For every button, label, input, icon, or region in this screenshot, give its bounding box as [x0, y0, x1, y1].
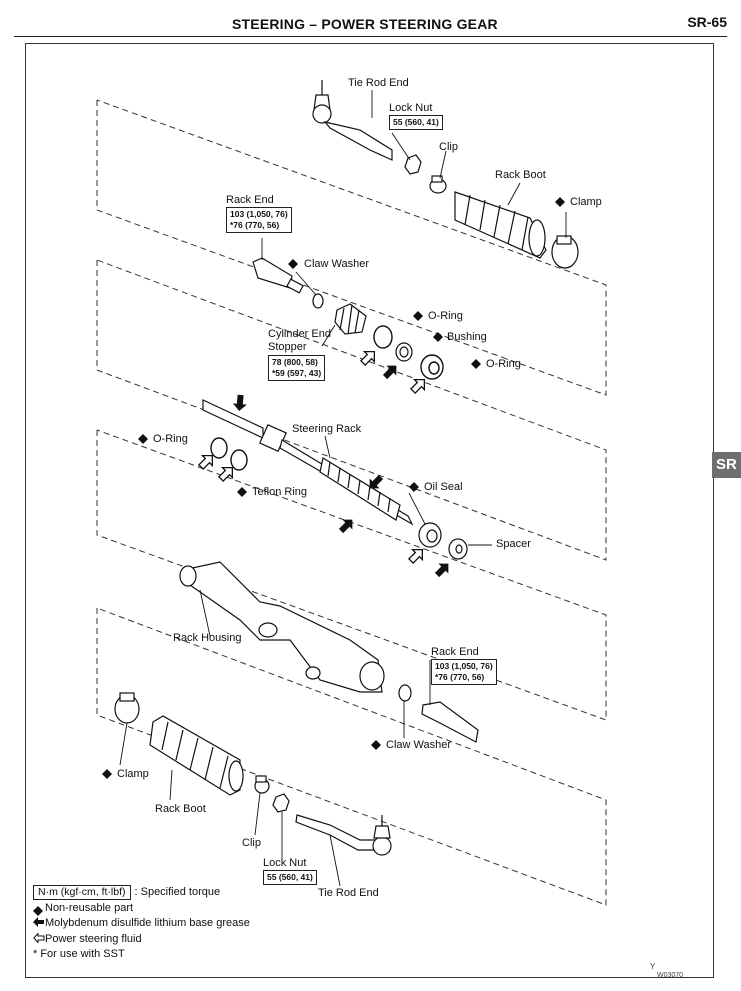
corner-mark: Y: [650, 962, 656, 971]
grease-arrow-2: [380, 360, 402, 382]
label-o-ring-1: O-Ring: [428, 310, 463, 322]
page-header: STEERING – POWER STEERING GEAR SR-65: [0, 14, 741, 38]
o-ring-1: [373, 325, 393, 349]
torque-rack-end-bottom: 103 (1,050, 76)*76 (770, 56): [431, 659, 497, 685]
legend-unit-desc: : Specified torque: [134, 886, 221, 898]
figure-code: W03070: [657, 972, 684, 979]
claw-washer-bottom: [398, 684, 412, 702]
grease-arrow-5: [432, 558, 454, 580]
legend-moly-grease-text: Molybdenum disulfide lithium base grease: [45, 917, 250, 929]
fluid-arrow-4: [215, 462, 238, 485]
legend-torque: N·m (kgf·cm, ft·lbf): Specified torque: [33, 885, 250, 901]
clamp-top: [551, 235, 579, 269]
clip-top: [429, 175, 447, 194]
legend-non-reusable-text: Non-reusable part: [45, 901, 134, 914]
label-o-ring-3: O-Ring: [153, 433, 188, 445]
steering-rack: [202, 399, 414, 526]
clamp-bottom: [114, 692, 140, 724]
oil-seal: [418, 522, 442, 548]
spacer: [448, 538, 468, 560]
fluid-arrow-5: [405, 544, 428, 567]
torque-rack-end-top: 103 (1,050, 76)*76 (770, 56): [226, 207, 292, 233]
torque-lock-nut-bottom: 55 (560, 41): [263, 870, 317, 885]
torque-cylinder-end-stopper: 78 (800, 58)*59 (597, 43): [268, 355, 326, 381]
label-clip-bottom: Clip: [242, 837, 261, 849]
legend-non-reusable: Non-reusable part: [33, 901, 250, 917]
legend: N·m (kgf·cm, ft·lbf): Specified torque N…: [33, 885, 250, 963]
legend-moly-grease: Molybdenum disulfide lithium base grease: [33, 916, 250, 932]
cylinder-end-stopper: [334, 303, 367, 335]
legend-sst: * For use with SST: [33, 947, 250, 963]
fluid-arrow-3: [195, 450, 218, 473]
label-rack-boot-bottom: Rack Boot: [155, 803, 206, 815]
legend-ps-fluid: Power steering fluid: [33, 931, 250, 948]
o-ring-3: [210, 437, 228, 459]
bushing: [395, 342, 413, 362]
label-lock-nut-bottom: Lock Nut: [263, 857, 307, 869]
label-o-ring-2: O-Ring: [486, 358, 521, 370]
section-tab[interactable]: SR: [712, 452, 741, 478]
label-lock-nut-top: Lock Nut: [389, 102, 433, 114]
torque-lock-nut-top: 55 (560, 41): [389, 115, 443, 130]
label-clip-top: Clip: [439, 141, 458, 153]
black-arrow-icon: [33, 917, 44, 927]
page-title: STEERING – POWER STEERING GEAR: [232, 16, 498, 32]
header-rule: [14, 36, 727, 37]
rack-end-top: [252, 257, 304, 294]
teflon-ring: [230, 449, 248, 471]
rack-end-bottom: [421, 701, 479, 743]
label-claw-washer-top: Claw Washer: [304, 258, 369, 270]
rack-housing: [179, 561, 385, 693]
lock-nut-top: [404, 154, 422, 175]
claw-washer-top: [312, 293, 324, 309]
label-clamp-top: Clamp: [570, 196, 602, 208]
label-rack-end-top: Rack End: [226, 194, 274, 206]
o-ring-2: [420, 354, 444, 380]
label-rack-end-bottom: Rack End: [431, 646, 479, 658]
tie-rod-end-top: [312, 80, 393, 161]
leader-lines: [119, 90, 567, 887]
label-cylinder-end: Cylinder End: [268, 328, 331, 340]
label-stopper: Stopper: [268, 341, 307, 353]
lock-nut-bottom: [272, 793, 290, 813]
legend-unit-box: N·m (kgf·cm, ft·lbf): [33, 885, 131, 900]
legend-sst-text: * For use with SST: [33, 948, 125, 960]
rack-boot-bottom: [149, 715, 244, 796]
label-tie-rod-end-top: Tie Rod End: [348, 77, 409, 89]
legend-ps-fluid-text: Power steering fluid: [45, 932, 142, 945]
plane-4: [96, 607, 607, 906]
page-number: SR-65: [687, 14, 727, 30]
label-rack-housing: Rack Housing: [173, 632, 242, 644]
label-steering-rack: Steering Rack: [292, 423, 362, 435]
label-rack-boot-top: Rack Boot: [495, 169, 546, 181]
label-teflon-ring: Teflon Ring: [252, 486, 308, 498]
label-spacer: Spacer: [496, 538, 531, 550]
white-arrow-icon: [33, 931, 45, 944]
label-clamp-bottom: Clamp: [117, 768, 149, 780]
label-claw-washer-bottom: Claw Washer: [386, 739, 451, 751]
label-bushing: Bushing: [447, 331, 487, 343]
grease-arrow-1: [232, 394, 248, 412]
plane-3: [96, 429, 607, 721]
rack-boot-top: [454, 191, 547, 259]
diamond-markers: [33, 197, 565, 916]
label-tie-rod-end-bottom: Tie Rod End: [318, 887, 379, 899]
dashed-guides: [96, 99, 607, 906]
plane-2: [96, 259, 607, 561]
plane-1: [96, 99, 607, 396]
fluid-arrow-1: [357, 346, 380, 369]
figure-frame: [25, 43, 714, 978]
label-oil-seal: Oil Seal: [424, 481, 463, 493]
tie-rod-end-bottom: [295, 814, 392, 856]
clip-bottom: [254, 775, 270, 794]
